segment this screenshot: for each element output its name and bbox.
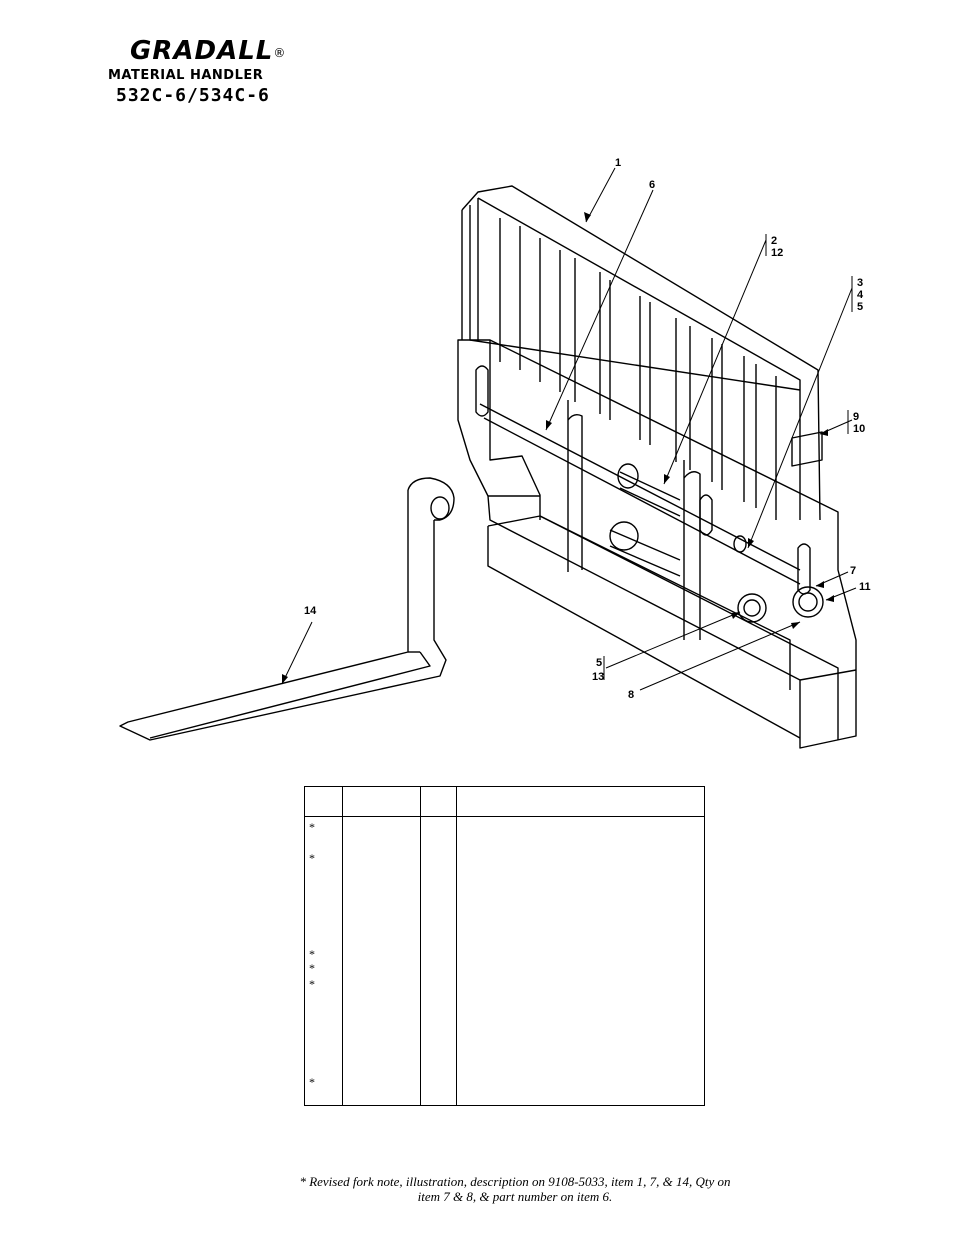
revision-footnote: * Revised fork note, illustration, descr… bbox=[220, 1174, 810, 1204]
callout-4: 4 bbox=[857, 289, 864, 301]
callout-11: 11 bbox=[859, 581, 871, 593]
callout-1: 1 bbox=[615, 157, 621, 169]
callout-8: 8 bbox=[628, 689, 634, 701]
gradall-logo: GRADALL® bbox=[130, 38, 286, 64]
table-column-divider bbox=[342, 787, 343, 1105]
callout-6: 6 bbox=[649, 179, 655, 191]
revision-mark: * bbox=[309, 1075, 315, 1089]
revision-mark: * bbox=[309, 820, 315, 834]
model-number: 532C-6/534C-6 bbox=[116, 85, 270, 106]
callout-9: 9 bbox=[853, 411, 859, 423]
footnote-line-2: item 7 & 8, & part number on item 6. bbox=[417, 1189, 613, 1204]
callout-5-bottom: 5 bbox=[596, 657, 602, 669]
callout-3: 3 bbox=[857, 277, 863, 289]
revision-mark: * bbox=[309, 851, 315, 865]
callout-14: 14 bbox=[304, 605, 317, 617]
revision-mark: * bbox=[309, 947, 315, 961]
table-column-divider bbox=[456, 787, 457, 1105]
callout-12: 12 bbox=[771, 247, 783, 259]
revision-mark: * bbox=[309, 961, 315, 975]
registered-mark: ® bbox=[273, 46, 287, 60]
footnote-line-1: * Revised fork note, illustration, descr… bbox=[299, 1174, 731, 1189]
callout-7: 7 bbox=[850, 565, 856, 577]
callout-13: 13 bbox=[592, 671, 604, 683]
brand-name: GRADALL bbox=[130, 36, 274, 66]
table-header-rule bbox=[305, 816, 704, 817]
parts-list-table: * * * * * * bbox=[304, 786, 705, 1106]
callout-10: 10 bbox=[853, 423, 865, 435]
product-subtitle: MATERIAL HANDLER bbox=[108, 68, 264, 83]
callout-5-top: 5 bbox=[857, 301, 863, 313]
callout-2: 2 bbox=[771, 235, 777, 247]
revision-mark: * bbox=[309, 977, 315, 991]
table-column-divider bbox=[420, 787, 421, 1105]
